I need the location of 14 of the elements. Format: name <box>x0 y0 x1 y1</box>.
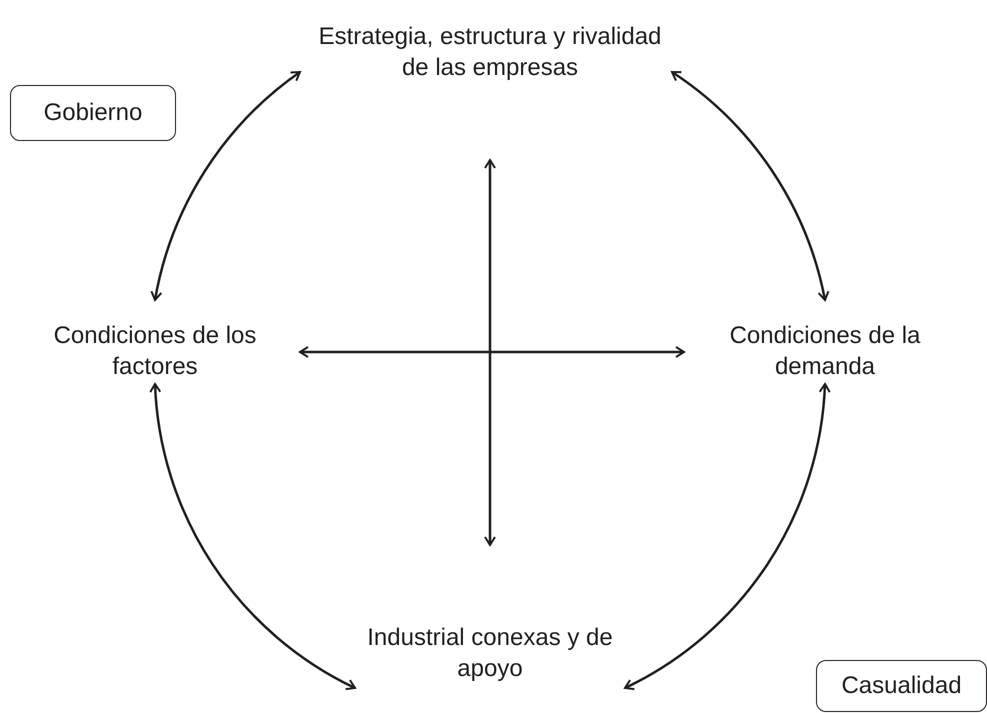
double-headed-arrow <box>671 71 829 301</box>
box-label: Casualidad <box>841 671 962 702</box>
double-headed-arrow <box>484 159 496 546</box>
factor-label: Condiciones de la demanda <box>728 320 922 382</box>
factor-label: Estrategia, estructura y rivalidad de las empresas <box>318 22 662 83</box>
factor-label: Industrial conexas y de apoyo <box>366 622 614 684</box>
double-headed-arrow <box>150 383 356 690</box>
double-headed-arrow <box>150 71 301 301</box>
factor-label: Condiciones de los factores <box>52 320 258 382</box>
rounded-box <box>816 660 987 712</box>
box-label: Gobierno <box>44 98 142 128</box>
double-headed-arrow <box>624 383 830 690</box>
rounded-box <box>10 85 176 141</box>
double-headed-arrow <box>299 346 685 358</box>
